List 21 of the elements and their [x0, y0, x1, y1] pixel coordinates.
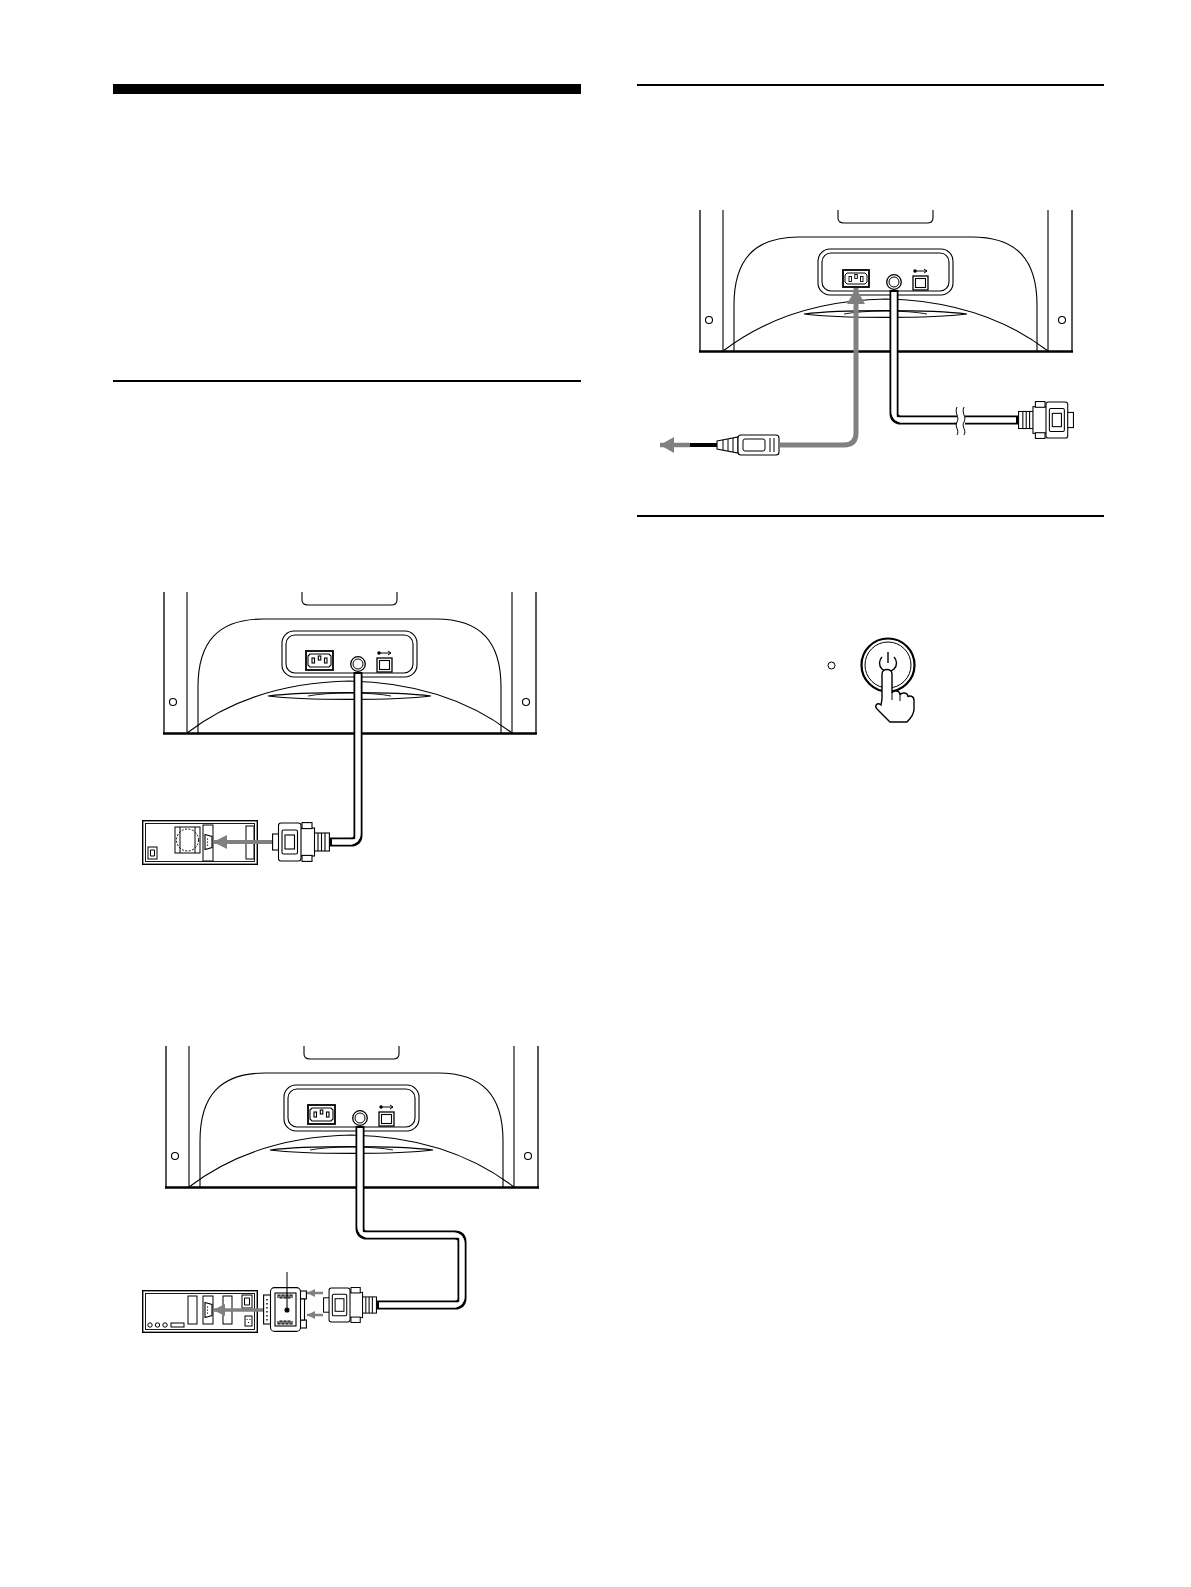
video-cable-plug	[323, 1287, 377, 1323]
arrow	[213, 1304, 263, 1316]
video-input-port	[350, 656, 366, 672]
leader-line	[286, 1271, 288, 1288]
video-input-port	[886, 274, 902, 290]
power-cord-plug	[690, 434, 780, 456]
arrow	[660, 437, 690, 453]
cable	[355, 1126, 467, 1310]
computer-video-port	[204, 1301, 213, 1319]
power-inlet	[842, 269, 870, 288]
video-cable-plug	[1018, 401, 1074, 439]
video-input-port	[352, 1110, 368, 1126]
cable	[889, 290, 1018, 425]
arrow	[307, 1311, 323, 1319]
arrow	[780, 288, 865, 448]
arrow	[213, 835, 272, 849]
computer-video-port	[204, 833, 213, 851]
arrow	[307, 1289, 323, 1297]
video-cable-plug	[272, 822, 330, 862]
connector-adapter	[263, 1287, 307, 1332]
cable	[330, 672, 363, 847]
